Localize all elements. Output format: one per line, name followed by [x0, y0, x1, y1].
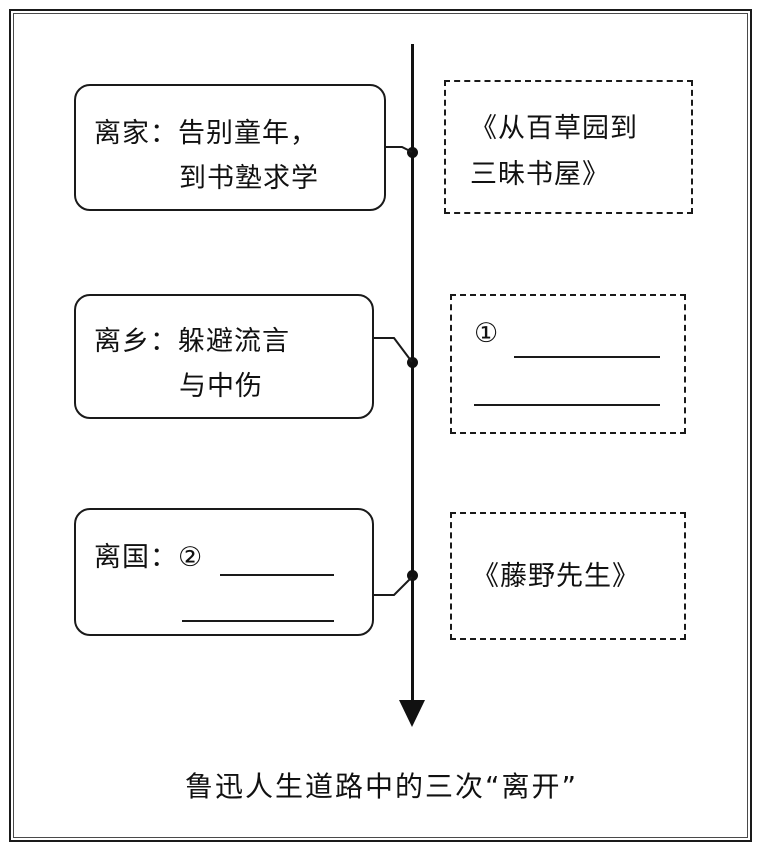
stage-1-left-box: 离家：告别童年， 到书塾求学	[74, 84, 386, 211]
stage-3-right-box: 《藤野先生》	[450, 512, 686, 640]
stage-3-connector	[374, 576, 413, 596]
stage-1-left-line-1: 离家：告别童年，	[94, 118, 318, 149]
timeline-axis	[411, 44, 414, 710]
stage-2-connector	[374, 337, 413, 363]
stage-1-right-line-1: 《从百草园到	[470, 113, 638, 144]
stage-2-answer-blank-line-2[interactable]	[474, 404, 660, 406]
stage-1-right-box: 《从百草园到 三昧书屋》	[444, 80, 693, 214]
timeline-node-dot-1	[407, 147, 418, 158]
figure-inner-border	[13, 13, 748, 838]
stage-3-left-box: 离国：②	[74, 508, 374, 636]
stage-2-left-line-2: 与中伤	[179, 371, 263, 402]
stage-3-answer-blank-line-1[interactable]	[220, 574, 334, 576]
stage-2-left-box: 离乡：躲避流言 与中伤	[74, 294, 374, 419]
stage-2-right-marker: ①	[474, 318, 500, 349]
stage-3-right-line-1: 《藤野先生》	[472, 561, 640, 592]
stage-3-answer-blank-line-2[interactable]	[182, 620, 334, 622]
stage-2-left-line-1: 离乡：躲避流言	[94, 326, 290, 357]
figure-caption: 鲁迅人生道路中的三次“离开”	[184, 770, 578, 803]
stage-1-right-line-2: 三昧书屋》	[470, 159, 610, 190]
timeline-arrow-icon	[399, 700, 425, 727]
timeline-node-dot-3	[407, 570, 418, 581]
stage-1-connector	[386, 146, 413, 153]
stage-2-answer-blank-line-1[interactable]	[514, 356, 660, 358]
stage-1-left-line-2: 到书塾求学	[179, 163, 319, 194]
stage-2-right-box: ①	[450, 294, 686, 434]
figure-outer-border	[9, 9, 752, 842]
stage-3-left-line-1: 离国：②	[94, 542, 204, 573]
timeline-node-dot-2	[407, 357, 418, 368]
